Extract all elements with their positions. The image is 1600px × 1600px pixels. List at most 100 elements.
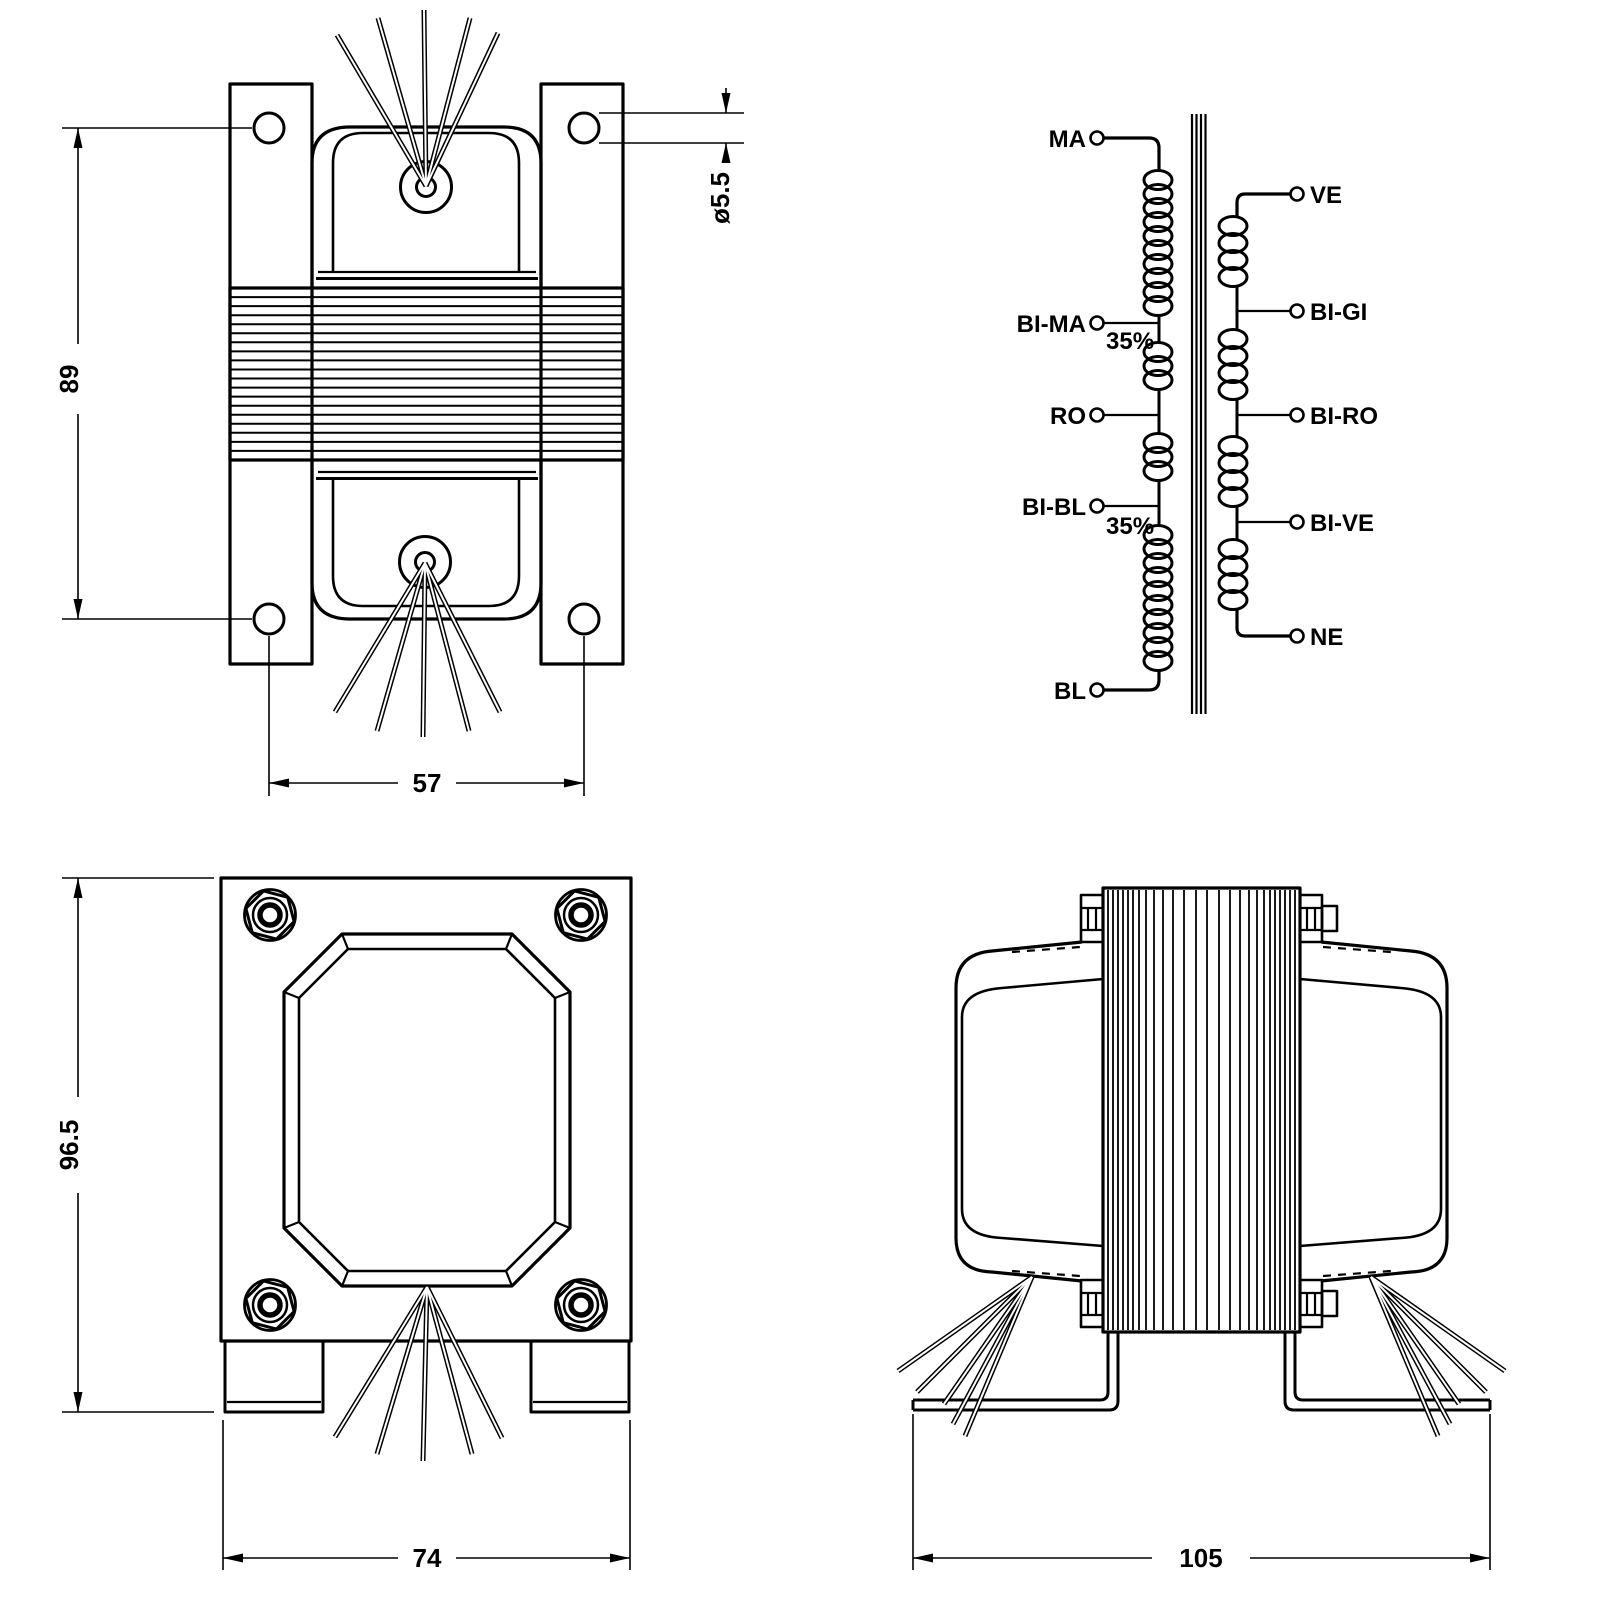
side-foot-right xyxy=(1283,1332,1492,1412)
front-core xyxy=(228,286,625,462)
coil-ring xyxy=(1142,169,1174,191)
coil-ring xyxy=(1142,253,1174,275)
coil-ring xyxy=(1142,580,1174,602)
lead-ne xyxy=(1235,609,1290,638)
top-view: 96.5 74 xyxy=(54,876,633,1573)
front-bottom-bobbin-outer xyxy=(310,461,543,621)
coil-ring xyxy=(1217,452,1249,474)
front-lead-wires-bottom xyxy=(332,561,503,738)
coil-ring xyxy=(1217,328,1249,350)
wire-core xyxy=(424,562,470,732)
nut-hole xyxy=(257,902,283,928)
arrowhead xyxy=(73,1392,83,1412)
label-gap xyxy=(61,1097,95,1193)
terminal-label-ve: VE xyxy=(1310,182,1342,209)
nut-hole xyxy=(257,1292,283,1318)
side-bobbin-right-outer xyxy=(1320,940,1449,1283)
coil-ring xyxy=(1142,239,1174,261)
side-bobbin-left-outer xyxy=(954,940,1083,1283)
terminal-bi-ve xyxy=(1289,514,1305,530)
arrowhead xyxy=(73,878,83,898)
lead-ma xyxy=(1104,136,1161,171)
side-bobbin-tape-seams-line xyxy=(1011,1269,1081,1278)
primary-coils xyxy=(1142,169,1174,672)
terminal-label-bi-ma: BI-MA xyxy=(1017,311,1086,338)
nut-washer xyxy=(243,888,297,942)
wire-core xyxy=(1370,1276,1460,1405)
side-bolt-top-right xyxy=(1298,893,1339,944)
coil-ring xyxy=(1142,538,1174,560)
nut-washer xyxy=(243,1278,297,1332)
side-foot-right-path xyxy=(1283,1332,1490,1412)
terminal-ro xyxy=(1089,407,1105,423)
coil-ring xyxy=(1217,435,1249,457)
wire-core xyxy=(336,34,427,187)
top-view-foot-left xyxy=(223,1339,325,1414)
coil-ring xyxy=(1217,379,1249,401)
lead-bl xyxy=(1104,670,1161,692)
side-nut-bottom-right xyxy=(1320,1289,1339,1318)
terminal-bl xyxy=(1089,682,1105,698)
side-bolt-top-left xyxy=(1079,893,1105,944)
coil-ring xyxy=(1142,295,1174,317)
arrowhead xyxy=(913,1553,933,1563)
wire-core xyxy=(334,1286,428,1438)
nut-washer xyxy=(554,888,608,942)
side-foot-left-path xyxy=(913,1332,1110,1402)
coil-ring xyxy=(1217,538,1249,560)
arrowhead xyxy=(223,1553,243,1563)
schematic-core xyxy=(1190,114,1207,714)
terminal-label-ro: RO xyxy=(1050,403,1086,430)
coil-ring xyxy=(1142,524,1174,546)
arrowhead xyxy=(721,143,731,163)
top-width-dimension: 74 xyxy=(222,1420,631,1573)
wire-core xyxy=(897,1276,1033,1372)
secondary-coils xyxy=(1217,215,1249,611)
wire-core xyxy=(376,562,426,732)
side-bolt-top-left-rect xyxy=(1079,893,1105,944)
wire-core xyxy=(422,1286,428,1462)
wire-core xyxy=(426,1286,503,1439)
top-view-bobbin-seams-line xyxy=(283,1220,300,1230)
nut-ring xyxy=(251,1286,289,1324)
nut-hex xyxy=(244,889,296,941)
top-width-dim-label: 74 xyxy=(413,1543,442,1573)
coil-ring xyxy=(1142,369,1174,391)
wire-core xyxy=(377,17,427,187)
top-view-corner-nuts xyxy=(243,888,608,1332)
arrowhead xyxy=(610,1553,630,1563)
front-hole-spacing-dimension: 57 xyxy=(268,636,585,798)
terminal-label-bi-ro: BI-RO xyxy=(1310,403,1378,430)
wire-core xyxy=(376,1286,428,1455)
wire-core xyxy=(423,9,427,187)
top-height-dimension: 96.5 xyxy=(54,877,214,1413)
coil-ring xyxy=(1142,225,1174,247)
nut-ring xyxy=(562,896,600,934)
coil-ring xyxy=(1142,432,1174,454)
coil-ring xyxy=(1142,608,1174,630)
top-view-foot-right xyxy=(529,1339,631,1414)
top-view-bobbin-outer xyxy=(282,932,572,1288)
tap-label-35-upper: 35% xyxy=(1106,328,1154,355)
side-bobbin-tape-seams-line xyxy=(1322,945,1392,954)
coil-ring xyxy=(1142,446,1174,468)
terminal-bi-gi xyxy=(1289,303,1305,319)
front-hole-diameter-dimension: ø5.5 xyxy=(599,88,744,224)
coil-ring xyxy=(1217,486,1249,508)
terminal-label-bi-bl: BI-BL xyxy=(1022,494,1086,521)
nut-hex xyxy=(555,889,607,941)
wire-core xyxy=(422,562,426,738)
side-bobbin-tape-seams xyxy=(1011,945,1392,1278)
top-view-bobbin-seams-line xyxy=(554,990,571,1000)
nut-ring xyxy=(251,896,289,934)
arrowhead xyxy=(73,128,83,148)
arrowhead xyxy=(564,778,584,788)
front-hole-diameter-dim-label: ø5.5 xyxy=(705,172,735,224)
label-gap xyxy=(398,768,456,797)
coil-ring xyxy=(1142,622,1174,644)
arrowhead xyxy=(269,778,289,788)
terminal-label-ma: MA xyxy=(1049,126,1086,153)
wire-core xyxy=(943,1276,1033,1405)
front-view: 89 57 ø5.5 xyxy=(54,9,744,798)
terminal-label-bi-gi: BI-GI xyxy=(1310,299,1367,326)
